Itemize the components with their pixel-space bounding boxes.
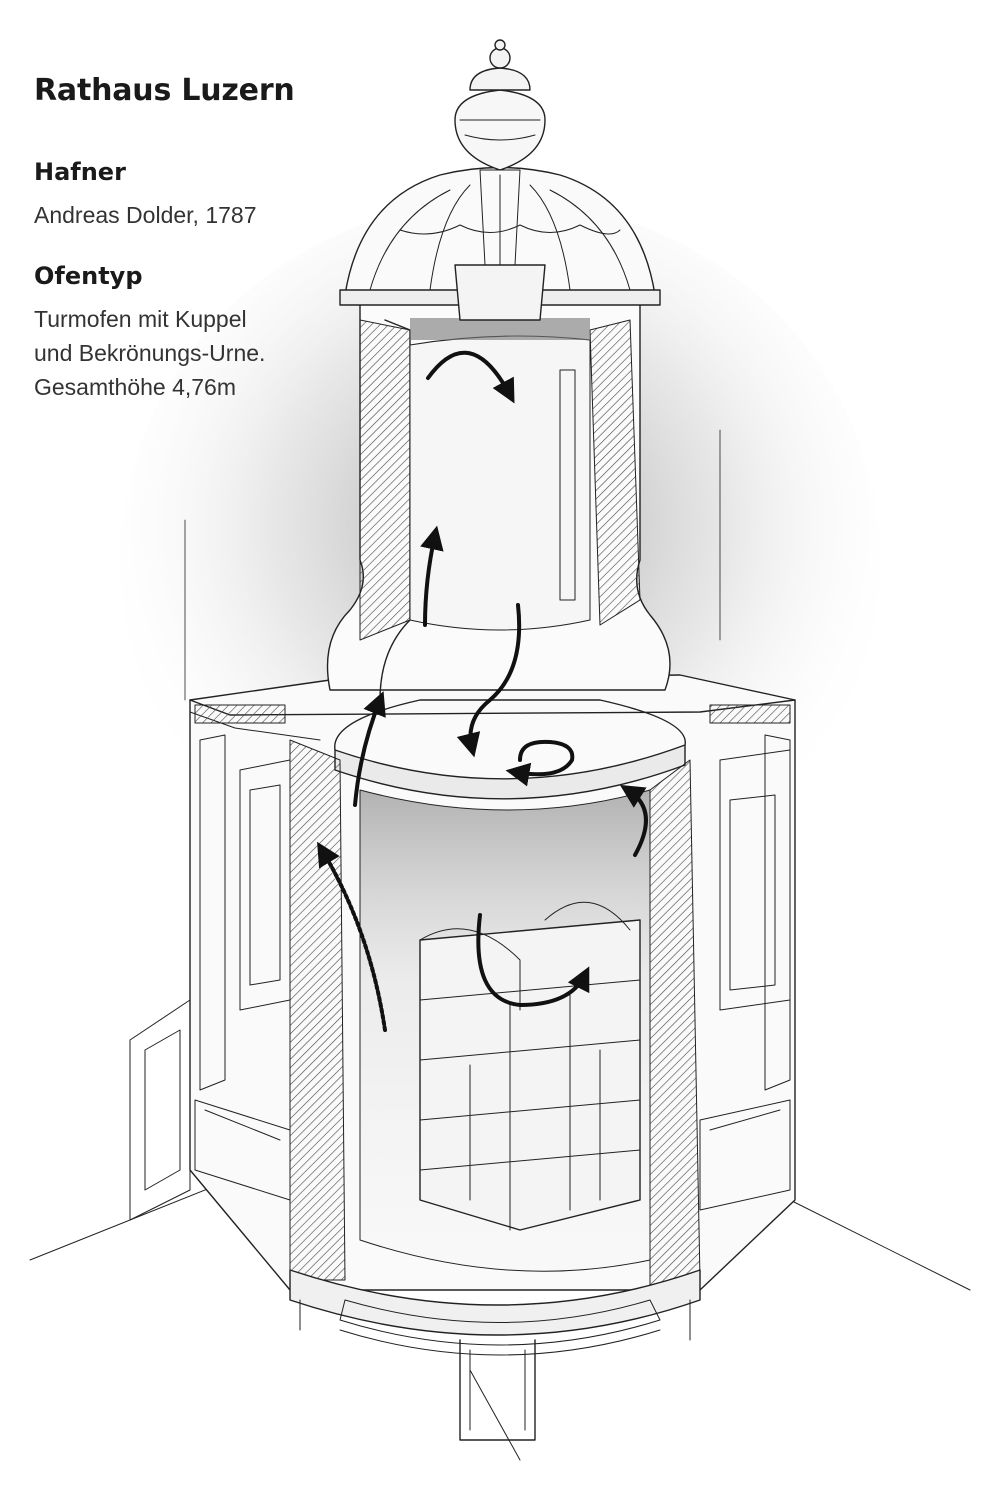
page-title: Rathaus Luzern [34, 73, 295, 108]
airflow-arrow [353, 691, 386, 807]
section-text-hafner: Andreas Dolder, 1787 [34, 202, 257, 228]
airflow-arrow [476, 913, 590, 1008]
airflow-arrow [619, 784, 648, 857]
info-panel: Rathaus Luzern Hafner Andreas Dolder, 17… [34, 66, 364, 430]
airflow-arrow [420, 525, 444, 627]
airflow-arrow [426, 350, 515, 404]
stove-sketch [29, 39, 971, 1461]
airflow-arrow [456, 603, 522, 758]
airflow-arrows [317, 350, 648, 1032]
airflow-arrow [505, 739, 575, 787]
section-text-ofentyp: Turmofen mit Kuppel und Bekrönungs-Urne.… [34, 306, 266, 400]
section-heading-hafner: Hafner [34, 158, 126, 186]
section-heading-ofentyp: Ofentyp [34, 262, 143, 290]
airflow-arrow [317, 841, 387, 1032]
